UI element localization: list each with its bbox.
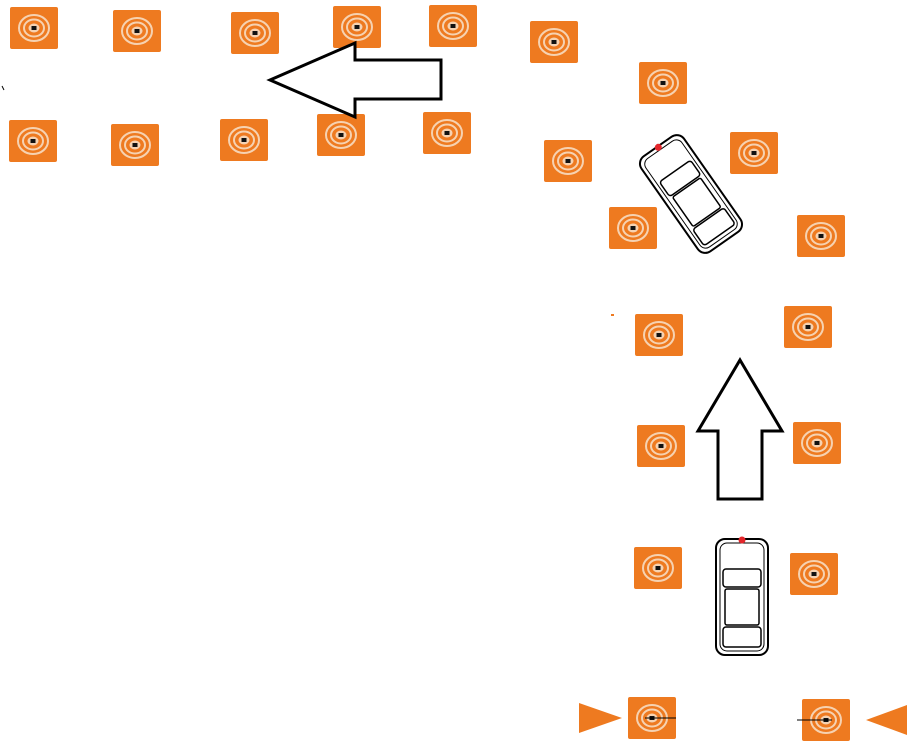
cone-icon	[110, 123, 160, 167]
cone-icon	[792, 421, 842, 465]
triangle-pointer-icon	[866, 705, 907, 735]
cone-icon	[428, 4, 478, 48]
cone-icon	[219, 118, 269, 162]
cone-icon	[543, 139, 593, 183]
cone-icon	[634, 313, 684, 357]
cone-icon	[422, 111, 472, 155]
stray-mark	[611, 314, 614, 316]
cone-icon	[633, 546, 683, 590]
cone-icon	[608, 206, 658, 250]
cone-icon	[783, 305, 833, 349]
cone-icon	[636, 424, 686, 468]
cone-icon	[789, 552, 839, 596]
cone-icon	[316, 113, 366, 157]
car-top-view-icon	[715, 535, 769, 656]
cone-icon	[112, 9, 162, 53]
arrow-left-icon	[266, 40, 443, 120]
cone-icon	[332, 5, 382, 49]
cone-icon	[9, 6, 59, 50]
cone-icon	[796, 214, 846, 258]
stray-mark	[1, 85, 5, 91]
triangle-pointer-icon	[579, 703, 622, 733]
cone-icon	[230, 11, 280, 55]
cone-icon	[529, 20, 579, 64]
arrow-up-icon	[695, 357, 785, 501]
cone-icon	[638, 61, 688, 105]
cone-icon	[8, 119, 58, 163]
cone-icon	[729, 131, 779, 175]
